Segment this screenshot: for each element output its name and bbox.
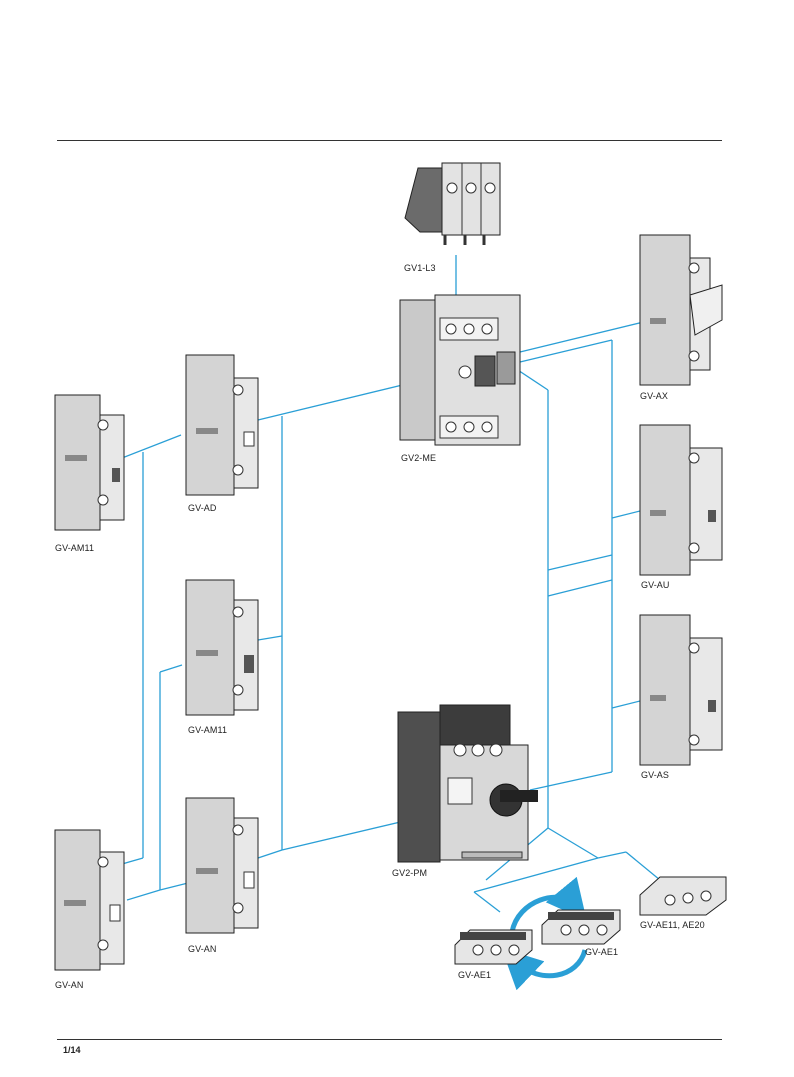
line-ae-bus-au [547, 554, 613, 571]
device-gv2-me [399, 294, 521, 446]
line-anmid-bus [257, 849, 283, 859]
device-gv-ae11-ae20 [639, 876, 727, 916]
footer-rule [57, 1039, 722, 1040]
label-gv-an-left: GV-AN [55, 980, 84, 990]
line-am11-left [121, 434, 182, 459]
label-gv-ae1-right: GV-AE1 [585, 947, 619, 957]
line-gv2pm-bus-right [529, 771, 613, 791]
label-gv2-me: GV2-ME [401, 453, 437, 463]
label-gv-ae11-ae20: GV-AE11, AE20 [640, 920, 705, 930]
line-ae-right [597, 851, 627, 859]
label-gv-an-mid: GV-AN [188, 944, 217, 954]
label-gv-am11-left: GV-AM11 [55, 543, 95, 553]
label-gv-au: GV-AU [641, 580, 670, 590]
device-gv-ax [639, 234, 723, 386]
line-ae-right-down [625, 851, 661, 881]
label-gv-ae1-left: GV-AE1 [458, 970, 492, 980]
device-gv2-pm [397, 704, 538, 863]
device-gv-am11-mid [185, 579, 259, 716]
device-gv-ad [185, 354, 259, 496]
line-ae-bus-as [547, 579, 613, 597]
line-ae-left-down [473, 891, 501, 913]
label-gv2-pm: GV2-PM [392, 868, 428, 878]
device-gv-an-mid [185, 797, 259, 934]
line-ae-left [473, 857, 599, 893]
line-am11mid-bus [257, 635, 283, 641]
header-rule [57, 140, 722, 141]
label-gv-am11-mid: GV-AM11 [188, 725, 228, 735]
label-gv-ax: GV-AX [640, 391, 669, 401]
line-ad-gv2me [257, 379, 424, 421]
line-gv2me-ax [519, 317, 661, 353]
line-ae-down [547, 827, 599, 859]
label-gv1-l3: GV1-L3 [404, 263, 436, 273]
device-gv-as [639, 614, 723, 766]
line-gv2me-bus-right [519, 339, 613, 363]
device-gv1-l3 [404, 162, 501, 245]
line-am11mid-inner [159, 664, 183, 673]
device-gv-ae1-left [454, 929, 533, 965]
device-gv-au [639, 424, 723, 576]
device-gv-an-left [54, 829, 125, 971]
line-an-inner-left [126, 889, 161, 901]
label-gv-ad: GV-AD [188, 503, 217, 513]
label-gv-as: GV-AS [641, 770, 670, 780]
page-number: 1/14 [63, 1045, 81, 1055]
rotate-arrow [501, 876, 588, 991]
device-gv-ae1-right [541, 909, 621, 945]
device-gv-am11-left [54, 394, 125, 531]
